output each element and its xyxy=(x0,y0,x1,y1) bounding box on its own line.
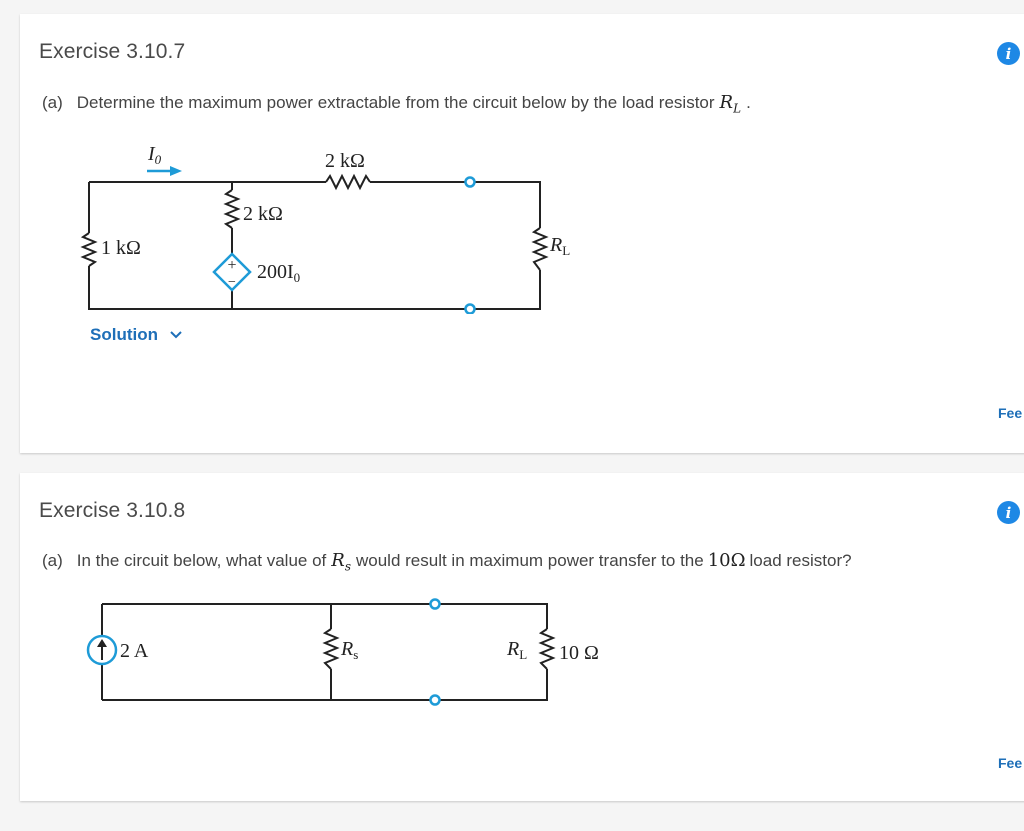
feedback-link[interactable]: Fee xyxy=(998,755,1023,771)
r-left-label: 1 kΩ xyxy=(101,237,141,259)
exercise-card-3-10-7: Exercise 3.10.7 i (a) Determine the maxi… xyxy=(20,14,1024,453)
info-icon[interactable]: i xyxy=(997,42,1020,65)
rs-label: Rs xyxy=(340,638,358,662)
question-end: . xyxy=(746,93,751,112)
question-mid: would result in maximum power transfer t… xyxy=(356,551,704,570)
info-icon[interactable]: i xyxy=(997,501,1020,524)
solution-label: Solution xyxy=(90,325,158,344)
chevron-down-icon xyxy=(170,331,182,339)
math-load-value: 10Ω xyxy=(707,550,746,571)
question-body: Determine the maximum power extractable … xyxy=(76,93,715,112)
terminal-bottom xyxy=(429,694,441,706)
circuit-diagram-2: 2 A Rs RL 10 Ω xyxy=(86,598,599,706)
load-value-label: 10 Ω xyxy=(559,642,599,664)
solution-toggle[interactable]: Solution xyxy=(90,325,182,345)
arrow-right-icon xyxy=(147,166,182,176)
r-mid-label: 2 kΩ xyxy=(243,203,283,225)
dependent-source-diamond xyxy=(212,252,252,292)
source-plus: + xyxy=(227,257,236,274)
math-rs-symbol: Rs xyxy=(331,550,351,574)
exercise-title: Exercise 3.10.8 xyxy=(39,499,186,522)
terminal-bottom xyxy=(464,303,476,314)
circuit-diagram-1: + − I0 2 kΩ 1 kΩ 2 kΩ 200I0 RL xyxy=(80,143,570,314)
source-minus: − xyxy=(228,275,236,290)
part-label: (a) xyxy=(42,551,63,570)
question-text: (a) Determine the maximum power extracta… xyxy=(42,92,751,116)
source-label: 2 A xyxy=(120,640,149,662)
source-value-label: 200I0 xyxy=(257,261,300,285)
exercise-title: Exercise 3.10.7 xyxy=(39,40,186,63)
question-before: In the circuit below, what value of xyxy=(76,551,327,570)
math-load-symbol: RL xyxy=(719,92,742,116)
question-text: (a) In the circuit below, what value of … xyxy=(42,550,852,574)
feedback-link[interactable]: Fee xyxy=(998,405,1023,421)
current-label: I0 xyxy=(147,143,162,167)
arrow-up-icon xyxy=(97,639,107,660)
load-label: RL xyxy=(549,234,570,258)
part-label: (a) xyxy=(42,93,63,112)
question-after: load resistor? xyxy=(749,551,852,570)
load-label: RL xyxy=(506,638,527,662)
terminal-top xyxy=(464,176,476,188)
terminal-top xyxy=(429,598,441,610)
exercise-card-3-10-8: Exercise 3.10.8 i (a) In the circuit bel… xyxy=(20,473,1024,801)
r-top-label: 2 kΩ xyxy=(325,150,365,172)
